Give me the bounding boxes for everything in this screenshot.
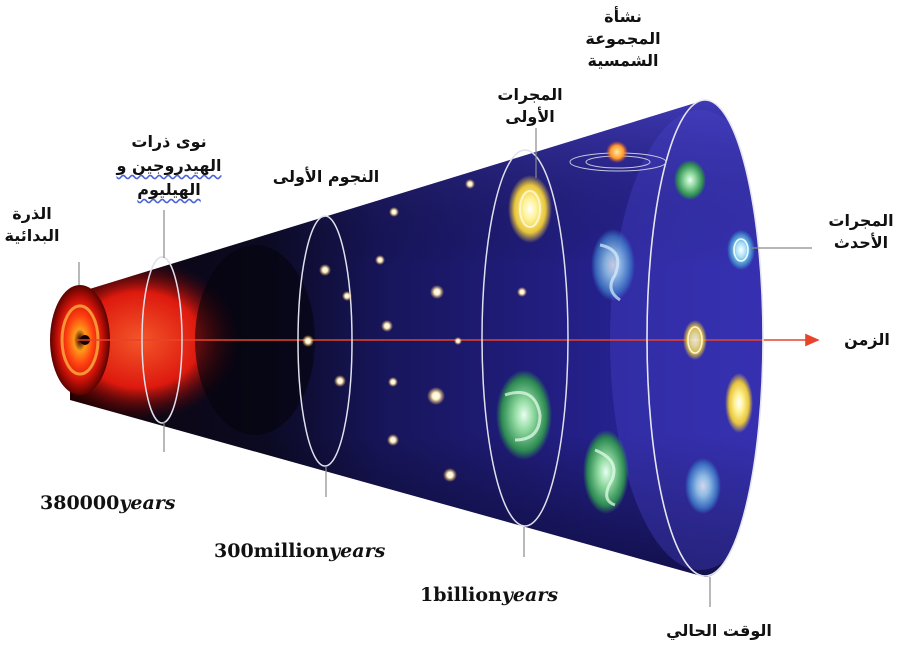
galaxy (508, 175, 552, 243)
star (517, 287, 527, 297)
section-380000-years (141, 256, 183, 424)
first-galaxies (496, 175, 635, 514)
time-unit: years (329, 540, 386, 562)
label-solar-system: نشأة المجموعة الشمسية (585, 7, 661, 70)
star (388, 377, 398, 387)
star (334, 375, 346, 387)
galaxy (583, 430, 629, 514)
sun (606, 141, 628, 163)
galaxy-arm (504, 391, 542, 442)
star (443, 468, 457, 482)
star (465, 179, 475, 189)
label-hydrogen-helium: نوى ذرات الهيدروجين و الهيليوم (116, 132, 222, 199)
galaxy-arm (599, 243, 621, 302)
galaxy (685, 458, 721, 514)
star (387, 434, 399, 446)
label-primordial-atom: الذرة البدائية (4, 204, 60, 245)
star (302, 335, 314, 347)
time-label-1billion-years: 1billionyears (420, 584, 558, 606)
time-unit: years (501, 584, 559, 606)
galaxy (496, 370, 552, 460)
star (389, 207, 399, 217)
star (430, 285, 444, 299)
star (319, 264, 331, 276)
time-number: 380000 (40, 492, 120, 514)
galaxy (591, 229, 635, 301)
section-present (646, 99, 764, 577)
star (342, 291, 352, 301)
first-stars (302, 179, 527, 482)
label-present-time: الوقت الحالي (666, 621, 772, 640)
galaxy (733, 238, 749, 262)
star (454, 337, 462, 345)
section-300million-years (297, 215, 353, 467)
section-1billion-years (481, 149, 569, 527)
time-label-380000-years: 380000years (40, 492, 175, 514)
star (381, 320, 393, 332)
label-first-stars: النجوم الأولى (272, 167, 380, 186)
galaxy (683, 320, 707, 360)
galaxy (725, 373, 753, 433)
galaxy (519, 190, 541, 228)
label-newest-galaxies: المجرات الأحدث (828, 211, 894, 252)
solar-system (569, 141, 667, 172)
star (375, 255, 385, 265)
newest-galaxies (674, 160, 755, 514)
galaxy (727, 230, 755, 270)
label-first-galaxies: المجرات الأولى (497, 85, 563, 126)
galaxy (687, 326, 703, 354)
time-label-300million-years: 300millionyears (214, 540, 385, 562)
time-number: 300million (214, 540, 330, 562)
label-time: الزمن (844, 330, 890, 349)
time-unit: years (119, 492, 176, 514)
time-number: 1billion (420, 584, 502, 606)
galaxy-arm (594, 448, 616, 507)
galaxy (674, 160, 706, 200)
star (427, 387, 445, 405)
